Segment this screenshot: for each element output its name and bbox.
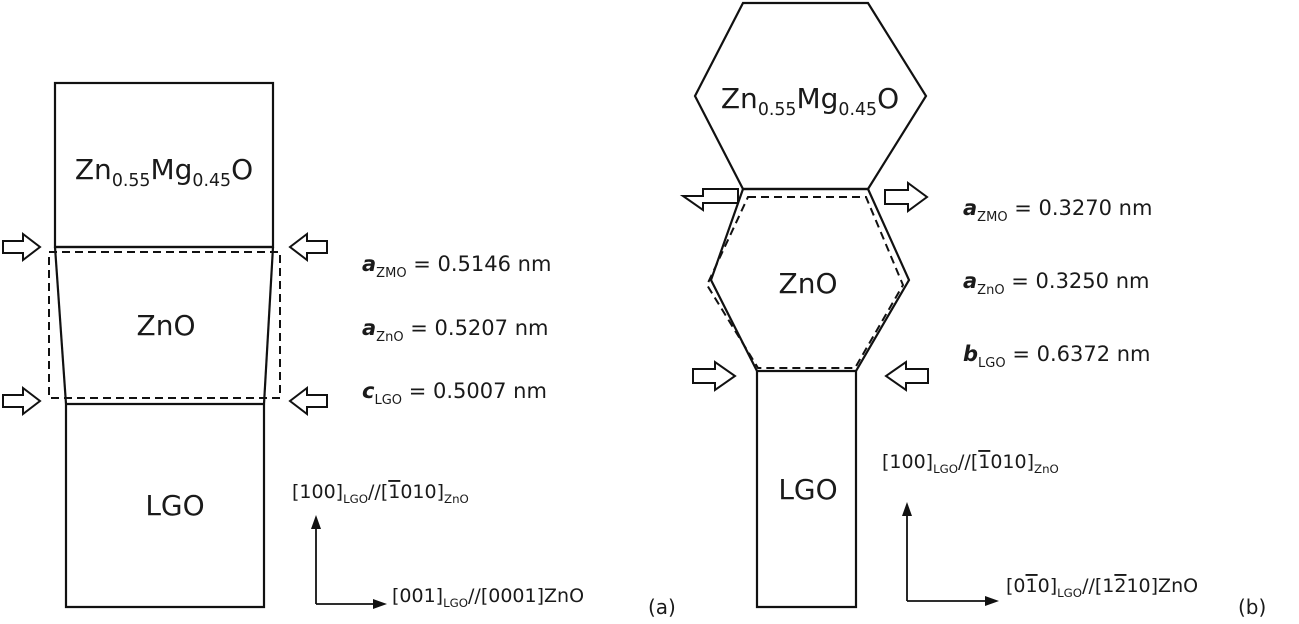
relaxed-zno-outline-a xyxy=(48,251,281,399)
dir-horizontal-a: [001]LGO//[0001]ZnO xyxy=(392,585,584,610)
panel-a: Zn0.55Mg0.45O ZnO LGO aZMO = 0.5146 nm a… xyxy=(2,81,676,619)
zmo-label-b: Zn0.55Mg0.45O xyxy=(721,82,899,120)
panel-b: Zn0.55Mg0.45O ZnO LGO aZMO = 0.3270 nm a… xyxy=(679,1,1266,619)
zmo-label-a: Zn0.55Mg0.45O xyxy=(75,153,253,191)
zno-label-a: ZnO xyxy=(137,309,196,342)
axis-vertical-head-a xyxy=(311,515,321,529)
compress-arrow-right-bottom-b xyxy=(884,360,929,392)
panel-tag-b: (b) xyxy=(1238,595,1266,619)
panel-tag-a: (a) xyxy=(648,595,676,619)
zno-right-edge-a xyxy=(262,246,275,405)
axis-horizontal-head-b xyxy=(985,596,999,606)
compress-arrow-left-bottom-a xyxy=(2,385,42,417)
lgo-label-a: LGO xyxy=(145,489,204,522)
axis-horizontal-head-a xyxy=(373,599,387,609)
relaxed-zno-outline-b xyxy=(705,196,905,369)
param-a-zmo-a: aZMO = 0.5146 nm xyxy=(362,252,551,281)
param-a-zmo-b: aZMO = 0.3270 nm xyxy=(963,196,1152,225)
param-c-lgo-a: cLGO = 0.5007 nm xyxy=(362,379,547,408)
param-a-zno-b: aZnO = 0.3250 nm xyxy=(963,269,1149,298)
dir-vertical-b: [100]LGO//[1010]ZnO xyxy=(882,451,1059,476)
compress-arrow-left-bottom-b xyxy=(692,360,737,392)
zno-label-b: ZnO xyxy=(779,267,838,300)
dir-horizontal-b: [010]LGO//[1210]ZnO xyxy=(1006,575,1198,600)
compress-arrow-left-top-a xyxy=(2,231,42,263)
dir-vertical-a: [100]LGO//[1010]ZnO xyxy=(292,481,469,506)
lgo-label-b: LGO xyxy=(778,473,837,506)
zno-left-edge-a xyxy=(53,246,68,405)
expand-arrow-left-top-b xyxy=(679,188,739,212)
compress-arrow-right-bottom-a xyxy=(288,385,328,417)
lgo-layer-b xyxy=(755,371,858,609)
axis-vertical-head-b xyxy=(902,502,912,516)
compress-arrow-right-top-a xyxy=(288,231,328,263)
param-a-zno-a: aZnO = 0.5207 nm xyxy=(362,316,548,345)
expand-arrow-right-top-b xyxy=(884,181,929,213)
param-b-lgo-b: bLGO = 0.6372 nm xyxy=(963,342,1151,371)
lgo-layer-a xyxy=(64,404,266,609)
